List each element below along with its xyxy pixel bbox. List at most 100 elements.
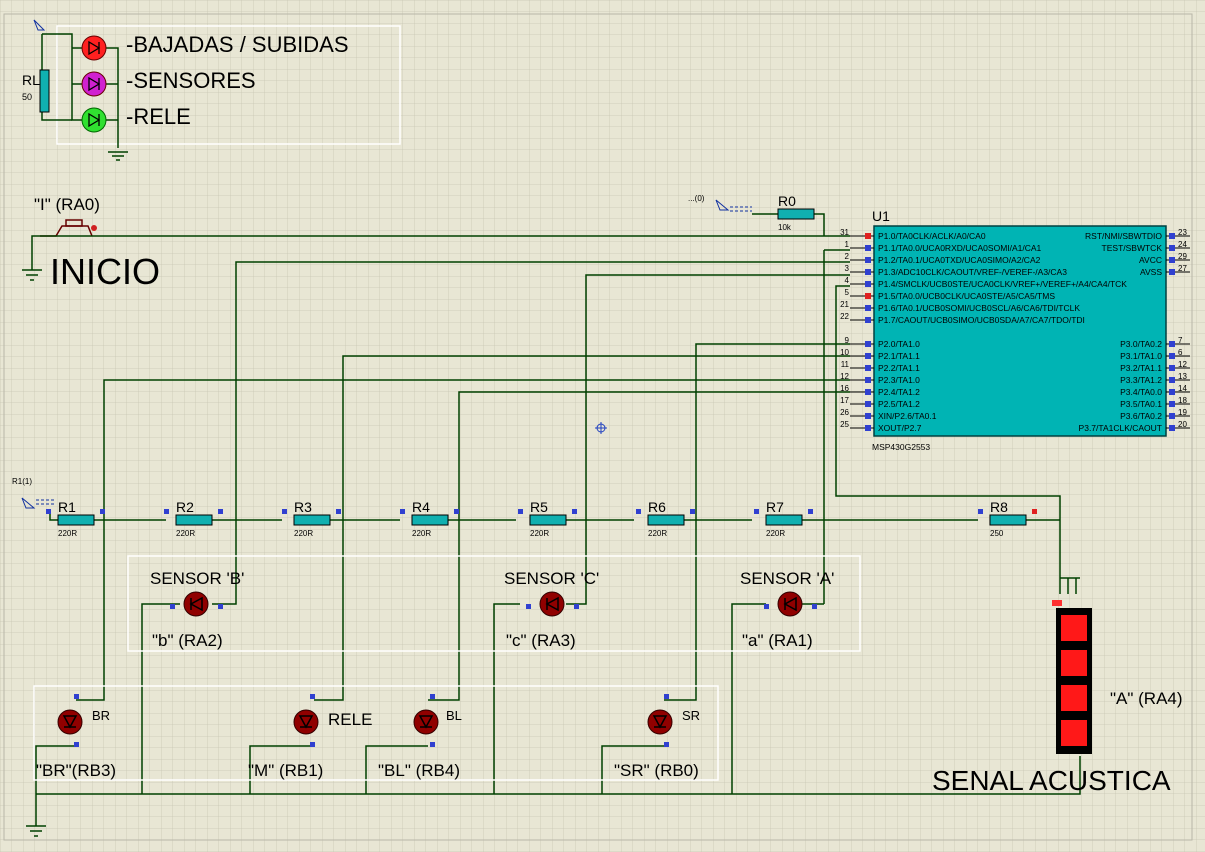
resistor-value: 220R [648,529,667,538]
bargraph-segment [1061,615,1087,641]
legend-label-sensores: -SENSORES [126,68,256,93]
chip-pin-name: P1.1/TA0.0/UCA0RXD/UCA0SOMI/A1/CA1 [878,243,1042,253]
legend-resistor-rl [39,69,50,113]
chip-pin-number: 13 [1178,372,1187,381]
resistor-name: R3 [294,499,312,515]
chip-pin-number: 19 [1178,408,1187,417]
sensor-panel: SENSOR 'B'"b" (RA2) SENSOR 'C'"c" (RA3)SE… [127,555,861,652]
chip-pin-name: P2.1/TA1.1 [878,351,920,361]
chip-pin-number: 17 [840,396,849,405]
output-panel: BR"BR"(RB3)RELE"M" (RB1)BL"BL" (RB4)SR"S… [33,685,719,781]
sensor-led-icon[interactable] [183,591,209,617]
chip-pin-left: 4 P1.4/SMCLK/UCB0STE/UCA0CLK/VREF+/VEREF+… [845,276,1128,289]
sensor-led-icon[interactable] [539,591,565,617]
chip-pin-name: P1.3/ADC10CLK/CAOUT/VREF-/VEREF-/A3/CA3 [878,267,1067,277]
chip-pin-name: P2.4/TA1.2 [878,387,920,397]
chip-pin-number: 5 [845,288,850,297]
resistor-value: 250 [990,529,1004,538]
chip-pin-name: P3.3/TA1.2 [1120,375,1162,385]
resistor-r2[interactable]: R2 220R [164,499,223,538]
top-terminal-label: ...(0) [688,194,705,203]
legend-frame [56,25,401,145]
chip-pin-number: 9 [845,336,850,345]
chip-pin-name: P1.4/SMCLK/UCB0STE/UCA0CLK/VREF+/VEREF+/… [878,279,1127,289]
chip-pin-name: P3.1/TA1.0 [1120,351,1162,361]
left-terminal-lines [36,499,56,505]
chip-pin-number: 18 [1178,396,1187,405]
sensor-frame [127,555,861,652]
output-led-icon[interactable] [57,709,83,735]
resistor-r3[interactable]: R3 220R [282,499,341,538]
chip-pin-number: 10 [840,348,849,357]
chip-pin-right: 18 P3.5/TA0.1 [1120,396,1190,409]
legend-led-magenta-icon [81,71,107,97]
chip-pin-number: 26 [840,408,849,417]
output-tag: RELE [328,710,372,729]
chip-pin-name: XOUT/P2.7 [878,423,922,433]
top-terminal-icon [715,199,730,211]
sensor-0: SENSOR 'B'"b" (RA2) [150,569,244,650]
sensor-title: SENSOR 'C' [504,569,599,588]
resistor-value: 220R [766,529,785,538]
legend-led-green-icon [81,107,107,133]
bargraph-segment [1061,685,1087,711]
chip-pin-number: 4 [845,276,850,285]
chip-part: MSP430G2553 [872,442,930,452]
circuit-wires [26,235,1081,837]
output-led-icon[interactable] [413,709,439,735]
bargraph-pin-marks [1052,600,1062,606]
resistor-value: 220R [176,529,195,538]
output-frame [33,685,719,781]
chip-pin-number: 22 [840,312,849,321]
resistor-value: 220R [530,529,549,538]
chip-pin-right: 7 P3.0/TA0.2 [1120,336,1190,349]
chip-pin-name: P3.5/TA0.1 [1120,399,1162,409]
chip-pin-name: P3.4/TA0.0 [1120,387,1162,397]
chip-pin-name: P3.0/TA0.2 [1120,339,1162,349]
output-led-icon[interactable] [293,709,319,735]
chip-pin-number: 12 [840,372,849,381]
chip-pin-name: P2.0/TA1.0 [878,339,920,349]
crosshair-cursor-icon [595,422,607,434]
chip-body[interactable] [873,225,1167,437]
bargraph: "A" (RA4) [1052,600,1183,754]
output-1: RELE"M" (RB1) [248,694,372,780]
chip-pin-number: 29 [1178,252,1187,261]
left-terminal-label: R1(1) [12,477,32,486]
top-terminal-lines [730,206,752,212]
chip-pin-right: 6P3.1/TA1.0 [1120,348,1190,361]
sensor-1: SENSOR 'C'"c" (RA3) [504,569,599,650]
sensor-led-icon[interactable] [777,591,803,617]
output-label: "SR" (RB0) [614,761,699,780]
chip-pin-name: RST/NMI/SBWTDIO [1085,231,1162,241]
resistor-value: 220R [294,529,313,538]
r0-wire [752,213,825,236]
resistor-name: R2 [176,499,194,515]
chip-pin-number: 21 [840,300,849,309]
legend-terminal-icon [33,19,46,31]
r0-name: R0 [778,193,796,209]
output-led-icon[interactable] [647,709,673,735]
chip-pin-number: 11 [841,360,850,369]
chip-pin-number: 27 [1178,264,1187,273]
legend-label-bajadas: -BAJADAS / SUBIDAS [126,32,349,57]
bargraph-segment [1061,650,1087,676]
chip-pin-number: 7 [1178,336,1183,345]
chip-pin-name: P1.5/TA0.0/UCB0CLK/UCA0STE/A5/CA5/TMS [878,291,1055,301]
